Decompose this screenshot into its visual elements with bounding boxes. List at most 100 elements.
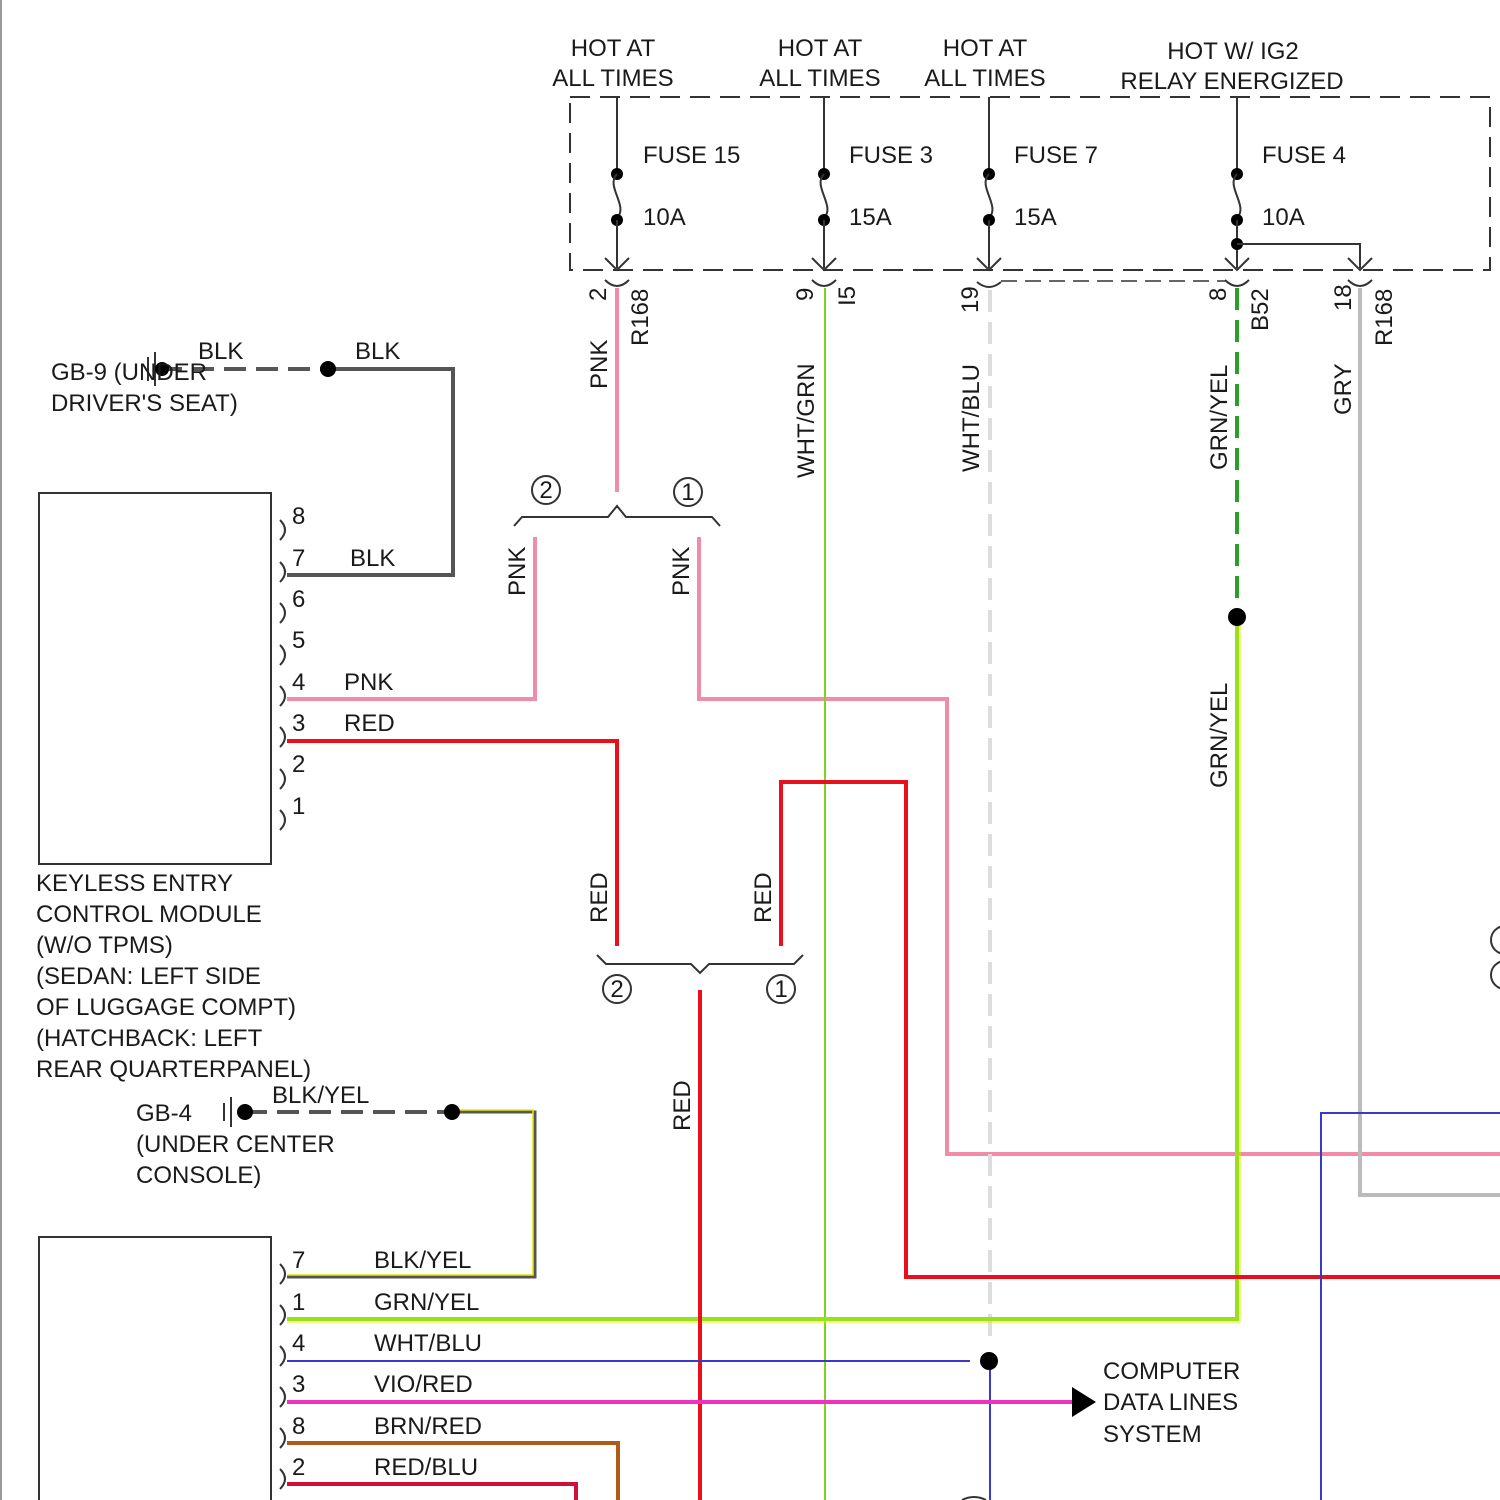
keyless-module-box <box>39 493 271 864</box>
conn-label-fuse15: R168 <box>627 289 654 346</box>
lower-wire-blk-yel: BLK/YEL <box>374 1247 471 1274</box>
splice-pnk-label-2: 2 <box>539 477 552 504</box>
fuse-3-rating: 15A <box>849 204 892 231</box>
fuse-15-rating: 10A <box>643 204 686 231</box>
source-label-1a: HOT AT <box>571 35 656 62</box>
ground-gb9-blk-right: BLK <box>355 338 400 365</box>
lower-pin-2: 2 <box>292 1454 305 1481</box>
lower-wire-red-blu: RED/BLU <box>374 1454 478 1481</box>
data-lines-label-3: SYSTEM <box>1103 1421 1202 1448</box>
data-lines-label-1: COMPUTER <box>1103 1358 1240 1385</box>
conn-label-gry: R168 <box>1371 289 1398 346</box>
conn-label-fuse4: B52 <box>1247 288 1274 331</box>
lower-pin-4: 4 <box>292 1330 305 1357</box>
module-pin-6: 6 <box>292 586 305 613</box>
splice-dot-wht-blu <box>980 1352 998 1370</box>
source-label-4b: RELAY ENERGIZED <box>1120 68 1343 95</box>
ground-gb4-label-2: (UNDER CENTER <box>136 1131 335 1158</box>
lower-component-box <box>39 1237 271 1500</box>
module-label-2: CONTROL MODULE <box>36 901 262 928</box>
fuse-7-name: FUSE 7 <box>1014 142 1098 169</box>
fuse-4-rating: 10A <box>1262 204 1305 231</box>
lower-connector <box>280 1264 285 1489</box>
module-pin-5: 5 <box>292 627 305 654</box>
lower-wire-vio-red: VIO/RED <box>374 1371 473 1398</box>
wire-red-branch <box>781 782 1500 1277</box>
wire-label-red-right: RED <box>750 872 777 923</box>
module-pin-3: 3 <box>292 710 305 737</box>
module-label-1: KEYLESS ENTRY <box>36 870 233 897</box>
module-pin-7: 7 <box>292 545 305 572</box>
wire-label-gry: GRY <box>1330 363 1357 415</box>
edge-splice-circle-1 <box>1491 926 1500 954</box>
wire-label-wht-grn: WHT/GRN <box>793 363 820 478</box>
module-label-3: (W/O TPMS) <box>36 932 173 959</box>
source-label-1b: ALL TIMES <box>552 65 673 92</box>
wire-label-grn-yel-upper: GRN/YEL <box>1206 365 1233 470</box>
pin-label-fuse3: 9 <box>792 288 819 301</box>
source-label-3b: ALL TIMES <box>924 65 1045 92</box>
wire-gry <box>1360 288 1500 1195</box>
wire-pnk-branch <box>699 537 1500 1154</box>
data-lines-arrow-icon <box>1072 1387 1096 1417</box>
keyless-module-connector <box>280 520 285 830</box>
module-pin-2: 2 <box>292 751 305 778</box>
lower-pin-7: 7 <box>292 1247 305 1274</box>
wire-grn-yel <box>287 618 1237 1319</box>
module-pin-1: 1 <box>292 793 305 820</box>
wire-label-pnk-left: PNK <box>504 547 531 596</box>
wire-red-module <box>287 741 617 946</box>
conn-label-fuse3: I5 <box>834 286 861 306</box>
splice-red-label-1: 1 <box>774 976 787 1003</box>
wire-label-wht-blu: WHT/BLU <box>958 364 985 472</box>
wire-blu-right <box>1321 1113 1500 1500</box>
ground-gb9-label-1: GB-9 (UNDER <box>51 359 207 386</box>
pin-label-fuse15: 2 <box>585 288 612 301</box>
source-label-2a: HOT AT <box>778 35 863 62</box>
ground-gb9-blk-left: BLK <box>198 338 243 365</box>
splice-red-label-2: 2 <box>610 976 623 1003</box>
fuse-15-name: FUSE 15 <box>643 142 740 169</box>
ground-gb4-label-1: GB-4 <box>136 1100 192 1127</box>
wire-red-blu <box>287 1484 576 1500</box>
splice-pnk-label-1: 1 <box>681 479 694 506</box>
fuse-15 <box>605 97 629 270</box>
fuse-4-name: FUSE 4 <box>1262 142 1346 169</box>
wire-grn-yel-stripe <box>287 618 1240 1322</box>
splice-dot-grn-yel <box>1228 608 1246 626</box>
module-label-4: (SEDAN: LEFT SIDE <box>36 963 261 990</box>
ground-gb4-label-3: CONSOLE) <box>136 1162 261 1189</box>
source-label-4a: HOT W/ IG2 <box>1167 38 1299 65</box>
module-wire-pnk: PNK <box>344 669 393 696</box>
wire-label-pnk-trunk: PNK <box>586 340 613 389</box>
module-label-6: (HATCHBACK: LEFT <box>36 1025 263 1052</box>
wire-pnk-module <box>287 537 535 699</box>
module-label-7: REAR QUARTERPANEL) <box>36 1056 311 1083</box>
ground-gb4-blk-yel: BLK/YEL <box>272 1082 369 1109</box>
fuse-3-name: FUSE 3 <box>849 142 933 169</box>
fuse-7-rating: 15A <box>1014 204 1057 231</box>
pin-label-gry: 18 <box>1330 284 1357 311</box>
module-wire-blk: BLK <box>350 545 395 572</box>
lower-pin-3: 3 <box>292 1371 305 1398</box>
wire-label-red-trunk: RED <box>669 1080 696 1131</box>
fuse-box-connectors <box>605 280 1372 287</box>
pin-label-fuse7: 19 <box>957 286 984 313</box>
module-pin-4: 4 <box>292 669 305 696</box>
data-lines-label-2: DATA LINES <box>1103 1389 1238 1416</box>
lower-wire-wht-blu: WHT/BLU <box>374 1330 482 1357</box>
module-pin-8: 8 <box>292 503 305 530</box>
module-wire-red: RED <box>344 710 395 737</box>
fuse-3 <box>812 97 836 270</box>
source-label-2b: ALL TIMES <box>759 65 880 92</box>
fuse-4 <box>1225 97 1372 270</box>
wire-label-red-left: RED <box>586 872 613 923</box>
lower-wire-brn-red: BRN/RED <box>374 1413 482 1440</box>
edge-splice-circle-2 <box>1491 961 1500 989</box>
module-label-5: OF LUGGAGE COMPT) <box>36 994 296 1021</box>
ground-gb9-label-2: DRIVER'S SEAT) <box>51 390 238 417</box>
lower-pin-8: 8 <box>292 1413 305 1440</box>
fuse-7 <box>977 97 1001 270</box>
